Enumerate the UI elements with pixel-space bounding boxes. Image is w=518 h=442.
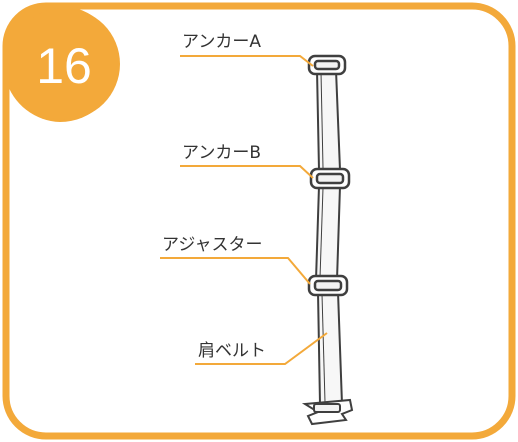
strap-end-hook — [301, 398, 354, 426]
adjuster-leader — [160, 257, 311, 285]
anchor-a-label: アンカーA — [182, 32, 261, 52]
leader-lines — [160, 55, 328, 365]
anchor-a-buckle — [307, 54, 347, 76]
shoulder-belt-leader — [195, 332, 328, 365]
step-number: 16 — [36, 38, 92, 94]
adjuster-buckle — [307, 274, 349, 297]
anchor-b-leader — [180, 165, 314, 179]
shoulder-belt-strap — [314, 69, 344, 405]
adjuster-label: アジャスター — [162, 235, 262, 255]
anchor-b-label: アンカーB — [182, 143, 261, 163]
step-badge: 16 — [6, 6, 120, 122]
anchor-b-buckle — [309, 167, 351, 190]
shoulder-belt-label: 肩ベルト — [198, 341, 266, 361]
anchor-a-leader — [180, 55, 314, 67]
